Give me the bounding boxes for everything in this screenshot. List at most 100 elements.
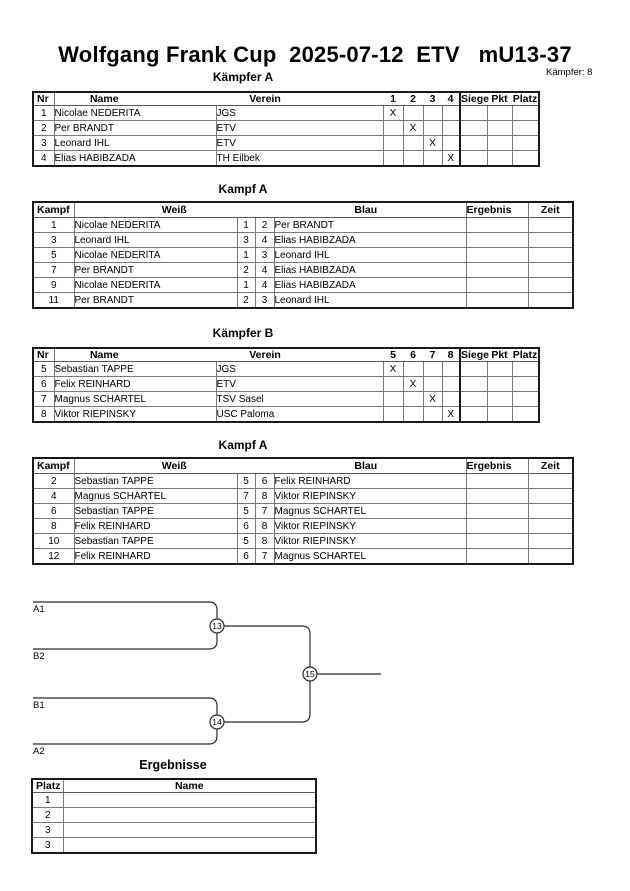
cell-blau-nr: 8 bbox=[254, 533, 275, 549]
cell-weiss-nr: 1 bbox=[236, 247, 256, 263]
table-row: 1 Nicolae NEDERITA JGS X bbox=[32, 105, 540, 121]
cell-verein: TSV Sasel bbox=[215, 391, 384, 407]
table-row: 6 Sebastian TAPPE 5 7 Magnus SCHARTEL bbox=[32, 503, 574, 519]
cell-blau-name: Magnus SCHARTEL bbox=[273, 503, 467, 519]
cell-blau-name: Viktor RIEPINSKY bbox=[273, 488, 467, 504]
bracket-line-13-to-15 bbox=[224, 625, 311, 667]
ergebnisse-table: Platz Name 1 2 3 3 bbox=[31, 778, 317, 854]
header-name: Name bbox=[54, 92, 216, 106]
cell-mark-3 bbox=[422, 105, 443, 121]
page-title: Wolfgang Frank Cup 2025-07-12 ETV mU13-3… bbox=[58, 42, 572, 67]
cell-blau-nr: 2 bbox=[254, 217, 275, 233]
cell-pkt bbox=[486, 120, 513, 136]
cell-mark-2 bbox=[402, 361, 424, 377]
cell-siege bbox=[459, 135, 488, 151]
cell-zeit bbox=[527, 533, 574, 549]
table-header-row: Nr Name Verein 5 6 7 8 Siege Pkt Platz bbox=[33, 348, 539, 362]
cell-name: Per BRANDT bbox=[53, 120, 217, 136]
cell-zeit bbox=[527, 217, 574, 233]
table-row: 2 bbox=[31, 807, 317, 823]
cell-ergebnis bbox=[465, 292, 529, 309]
cell-mark-4 bbox=[441, 376, 461, 392]
cell-zeit bbox=[527, 262, 574, 278]
cell-kampf-nr: 6 bbox=[32, 503, 75, 519]
table-row: 8 Viktor RIEPINSKY USC Paloma X bbox=[32, 406, 540, 423]
cell-ergebnis bbox=[465, 518, 529, 534]
header-weiss: Weiß bbox=[74, 458, 274, 474]
header-zeit: Zeit bbox=[527, 202, 573, 218]
bracket-slot-label-a2: A2 bbox=[33, 746, 45, 757]
table-row: 4 Magnus SCHARTEL 7 8 Viktor RIEPINSKY bbox=[32, 488, 574, 504]
header-nr: Nr bbox=[33, 92, 55, 106]
cell-kampf-nr: 7 bbox=[32, 262, 75, 278]
cell-mark-3: X bbox=[422, 391, 443, 407]
cell-weiss-nr: 2 bbox=[236, 292, 256, 309]
cell-mark-2 bbox=[402, 150, 424, 167]
cell-blau-nr: 8 bbox=[254, 488, 275, 504]
cell-mark-3 bbox=[422, 120, 443, 136]
cell-verein: ETV bbox=[215, 120, 384, 136]
cell-siege bbox=[459, 391, 488, 407]
table-row: 8 Felix REINHARD 6 8 Viktor RIEPINSKY bbox=[32, 518, 574, 534]
section-title-ergebnisse: Ergebnisse bbox=[139, 758, 207, 772]
cell-zeit bbox=[527, 277, 574, 293]
cell-blau-nr: 7 bbox=[254, 503, 275, 519]
cell-weiss-name: Magnus SCHARTEL bbox=[73, 488, 238, 504]
header-col-8: 8 bbox=[442, 348, 460, 362]
cell-weiss-name: Per BRANDT bbox=[73, 262, 238, 278]
cell-weiss-nr: 6 bbox=[236, 518, 256, 534]
cell-pkt bbox=[486, 105, 513, 121]
cell-ergebnis bbox=[465, 217, 529, 233]
cell-name: Nicolae NEDERITA bbox=[53, 105, 217, 121]
bracket-slot-label-a1: A1 bbox=[33, 604, 45, 615]
cell-platz: 3 bbox=[31, 822, 64, 838]
cell-verein: ETV bbox=[215, 376, 384, 392]
header-verein: Verein bbox=[216, 92, 383, 106]
table-row: 3 bbox=[31, 837, 317, 854]
cell-ergebnis bbox=[465, 533, 529, 549]
cell-zeit bbox=[527, 488, 574, 504]
cell-weiss-name: Nicolae NEDERITA bbox=[73, 217, 238, 233]
cell-pkt bbox=[486, 150, 513, 167]
bracket-line-a1 bbox=[33, 601, 218, 619]
cell-ergebnis bbox=[465, 232, 529, 248]
cell-blau-nr: 6 bbox=[254, 473, 275, 489]
cell-platz: 3 bbox=[31, 837, 64, 854]
header-kampf: Kampf bbox=[33, 458, 75, 474]
header-weiss: Weiß bbox=[74, 202, 274, 218]
kaempfer-b-table: Nr Name Verein 5 6 7 8 Siege Pkt Platz 5… bbox=[32, 347, 540, 423]
cell-blau-nr: 4 bbox=[254, 277, 275, 293]
cell-ergebnis bbox=[465, 503, 529, 519]
cell-weiss-name: Nicolae NEDERITA bbox=[73, 247, 238, 263]
match-node-14-circle bbox=[209, 714, 225, 730]
cell-mark-2: X bbox=[402, 120, 424, 136]
header-kampf: Kampf bbox=[33, 202, 75, 218]
cell-name bbox=[62, 792, 317, 808]
cell-platz bbox=[511, 135, 540, 151]
table-row: 7 Magnus SCHARTEL TSV Sasel X bbox=[32, 391, 540, 407]
table-row: 3 Leonard IHL 3 4 Elias HABIBZADA bbox=[32, 232, 574, 248]
header-col-7: 7 bbox=[423, 348, 442, 362]
cell-weiss-nr: 2 bbox=[236, 262, 256, 278]
cell-verein: USC Paloma bbox=[215, 406, 384, 423]
header-pkt: Pkt bbox=[487, 348, 512, 362]
cell-pkt bbox=[486, 376, 513, 392]
cell-ergebnis bbox=[465, 247, 529, 263]
section-title-kampf-a1: Kampf A bbox=[218, 182, 268, 196]
cell-weiss-nr: 5 bbox=[236, 533, 256, 549]
cell-name bbox=[62, 822, 317, 838]
cell-kampf-nr: 2 bbox=[32, 473, 75, 489]
cell-mark-3 bbox=[422, 361, 443, 377]
match-node-14-label: 14 bbox=[212, 717, 222, 727]
cell-platz bbox=[511, 120, 540, 136]
table-row: 11 Per BRANDT 2 3 Leonard IHL bbox=[32, 292, 574, 309]
cell-weiss-name: Felix REINHARD bbox=[73, 518, 238, 534]
cell-kampf-nr: 8 bbox=[32, 518, 75, 534]
cell-ergebnis bbox=[465, 262, 529, 278]
cell-kampf-nr: 11 bbox=[32, 292, 75, 309]
table-row: 6 Felix REINHARD ETV X bbox=[32, 376, 540, 392]
cell-weiss-nr: 1 bbox=[236, 277, 256, 293]
cell-weiss-nr: 5 bbox=[236, 473, 256, 489]
cell-nr: 5 bbox=[32, 361, 55, 377]
cell-zeit bbox=[527, 232, 574, 248]
